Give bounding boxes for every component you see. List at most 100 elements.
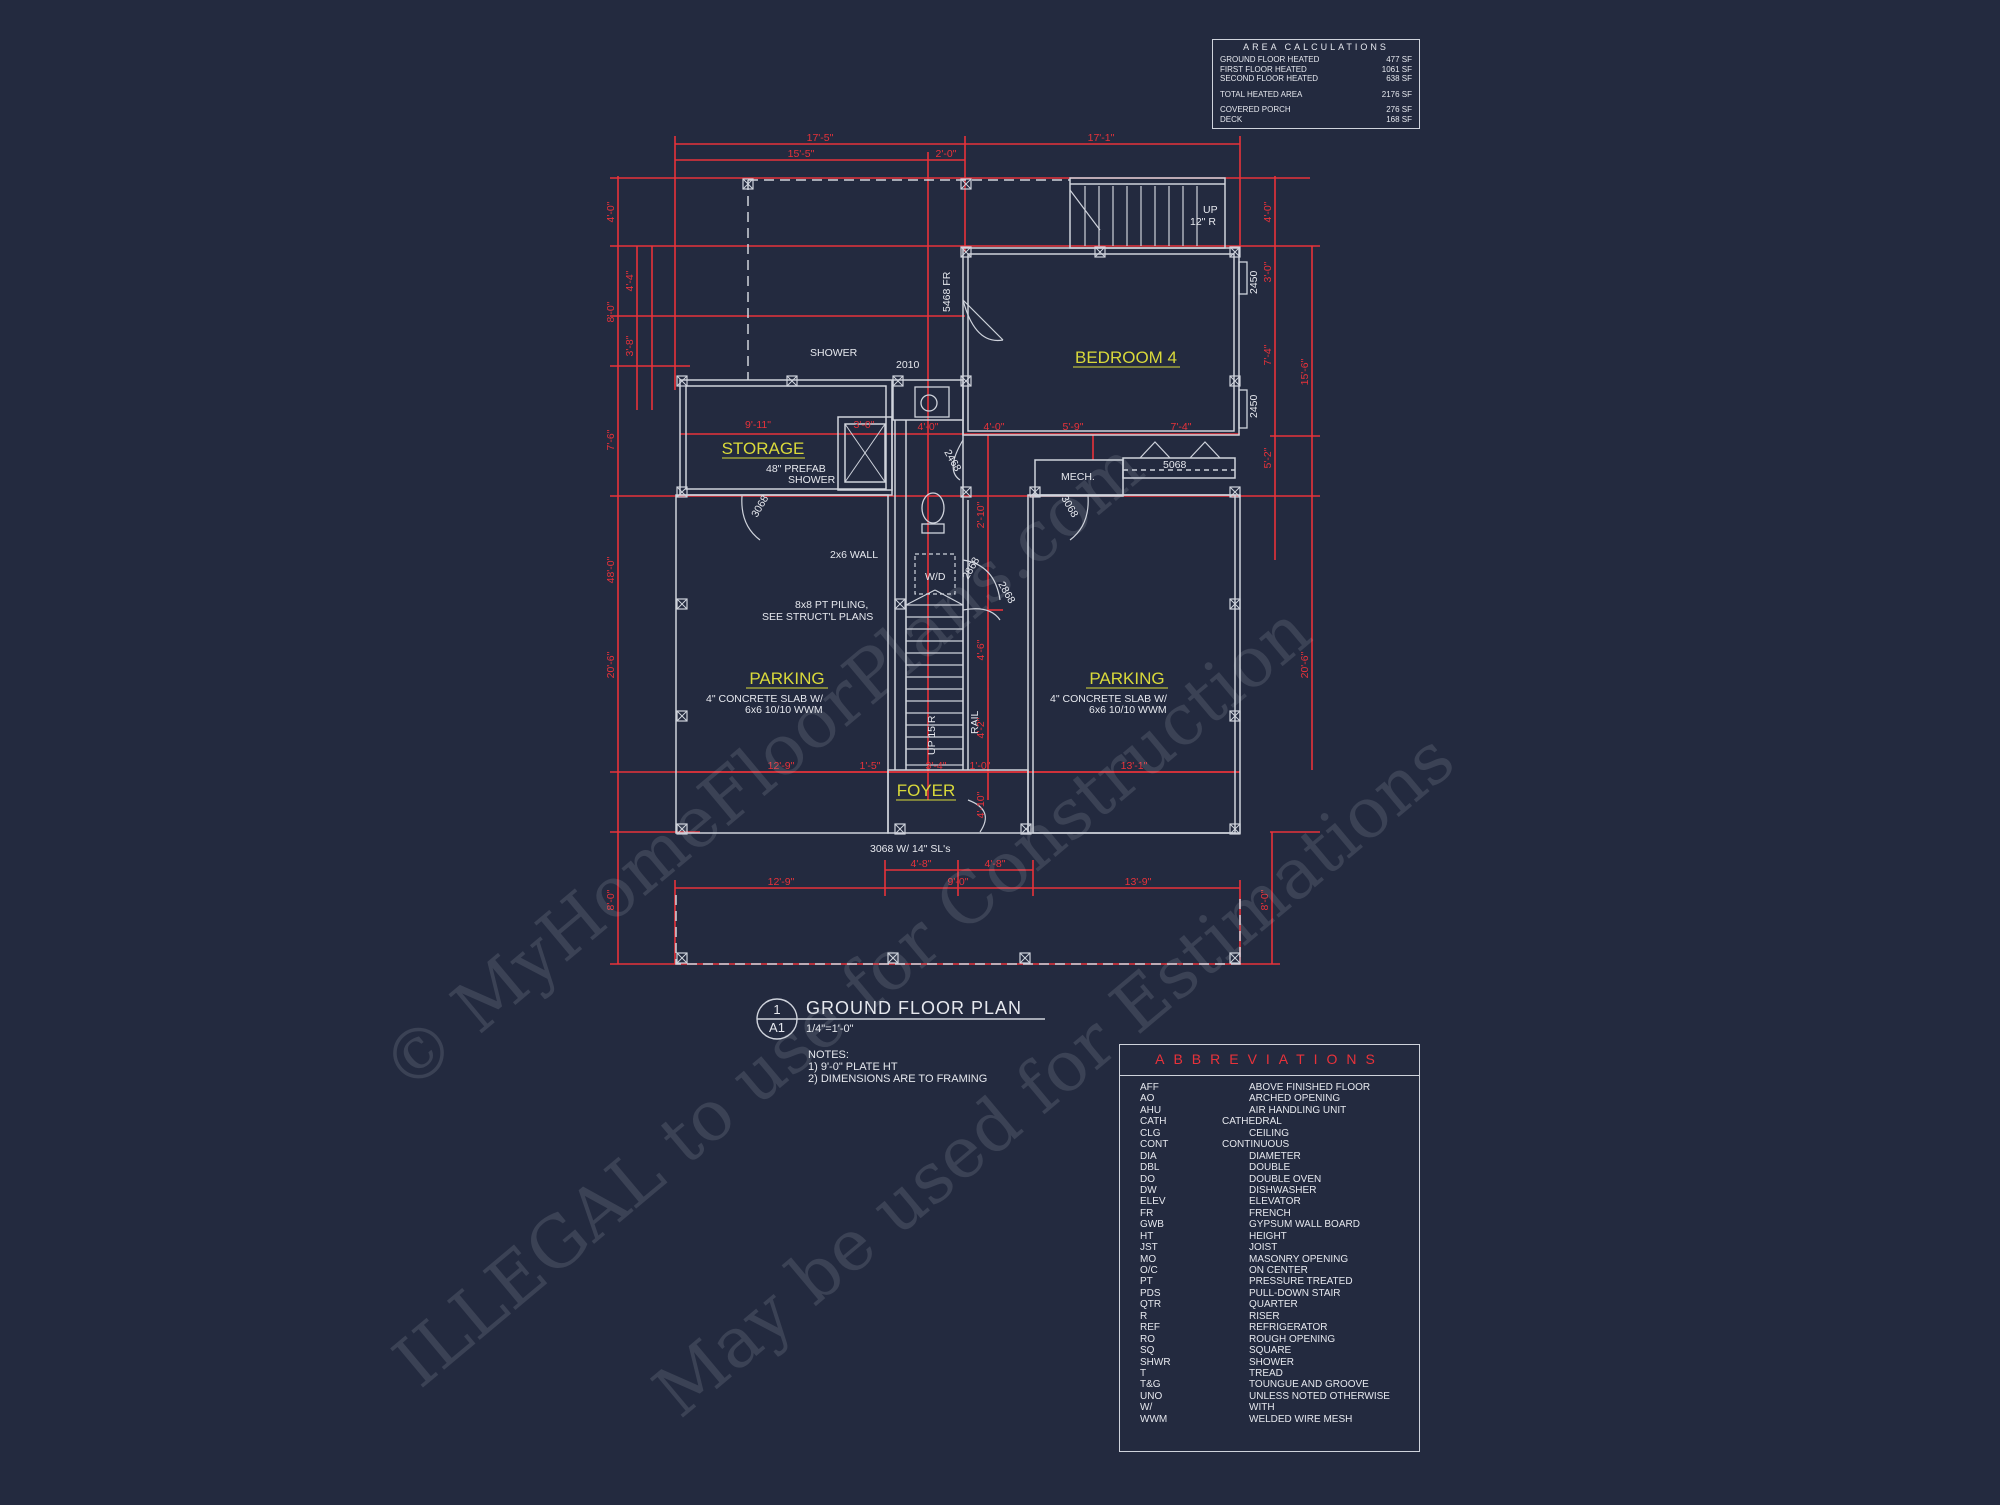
area-label: TOTAL HEATED AREA <box>1220 89 1303 99</box>
dim-right-d: 7'-4" <box>1262 344 1274 365</box>
abbreviation-key: W/ <box>1140 1402 1153 1414</box>
abbreviation-meaning: ROUGH OPENING <box>1249 1333 1336 1345</box>
label-window-2450-b: 2450 <box>1248 394 1260 418</box>
abbreviation-key: O/C <box>1140 1265 1158 1276</box>
dim-closet-a: 5'-9" <box>1063 421 1084 433</box>
label-stair-note: UP 15 R <box>926 715 938 755</box>
abbreviation-row: W/WITH <box>1140 1402 1419 1413</box>
label-wall: 2x6 WALL <box>830 549 878 561</box>
room-label-parking-right: PARKING <box>1089 669 1164 688</box>
dim-left-f: 20'-6" <box>605 651 617 678</box>
dim-bottom-b: 4'-8" <box>985 858 1006 870</box>
dim-bottom-right: 13'-9" <box>1125 876 1152 888</box>
dim-bottom-a: 4'-8" <box>911 858 932 870</box>
dim-foyer-c: 1'-0" <box>970 760 991 772</box>
dim-shower-width: 3'-0" <box>854 419 875 431</box>
abbreviation-meaning: HEIGHT <box>1249 1230 1287 1242</box>
abbreviation-meaning: ABOVE FINISHED FLOOR <box>1249 1082 1371 1093</box>
sheet-number: 1 <box>773 1002 780 1017</box>
dim-left-b: 8'-0" <box>605 301 617 322</box>
note-2: 2) DIMENSIONS ARE TO FRAMING <box>808 1073 987 1085</box>
dim-left-d: 3'-8" <box>624 335 636 356</box>
abbreviation-meaning: DIAMETER <box>1249 1150 1301 1162</box>
room-label-storage: STORAGE <box>722 439 805 458</box>
abbreviation-key: HT <box>1140 1230 1154 1242</box>
abbreviation-key: MO <box>1140 1253 1157 1265</box>
dimension-text: 17'-5" 17'-1" 15'-5" 2'-0" 9'-11" 3'-0" … <box>605 132 1311 910</box>
abbreviation-meaning: PULL-DOWN STAIR <box>1249 1287 1341 1299</box>
label-piling-2: SEE STRUCT'L PLANS <box>762 611 873 623</box>
dim-left-e: 7'-6" <box>605 429 617 450</box>
abbreviation-key: GWB <box>1140 1219 1164 1231</box>
abbreviation-key: CLG <box>1140 1127 1161 1139</box>
abbreviation-key: REF <box>1140 1322 1160 1334</box>
room-labels: BEDROOM 4 STORAGE PARKING PARKING FOYER <box>722 348 1180 801</box>
label-wd: W/D <box>925 571 946 583</box>
dim-right-b: 3'-0" <box>1262 261 1274 282</box>
windows <box>1238 261 1248 429</box>
abbreviation-key: DBL <box>1140 1162 1160 1174</box>
abbreviation-key: UNO <box>1140 1390 1163 1402</box>
label-slab-right-1: 4" CONCRETE SLAB W/ <box>1050 693 1167 705</box>
dim-foyer-a: 1'-5" <box>860 760 881 772</box>
dim-right-g: 8'-0" <box>1259 889 1271 910</box>
label-up: UP <box>1203 204 1218 216</box>
dim-parking-left: 12'-9" <box>768 760 795 772</box>
abbreviation-row: DW DISHWASHER <box>1140 1185 1419 1196</box>
dim-left-a: 4'-0" <box>605 201 617 222</box>
notes-title: NOTES: <box>808 1049 849 1061</box>
dim-right-a: 4'-0" <box>1262 201 1274 222</box>
abbreviation-meaning: ELEVATOR <box>1249 1196 1301 1208</box>
label-rail: RAIL <box>969 710 981 734</box>
area-label: DECK <box>1220 114 1243 124</box>
dim-left-total: 48'-0" <box>605 556 617 583</box>
dim-stair-d: 2'-10" <box>975 501 987 528</box>
area-label: SECOND FLOOR HEATED <box>1220 74 1319 83</box>
label-slab-right-2: 6x6 10/10 WWM <box>1089 704 1167 716</box>
dim-stair-a: 4'-6" <box>975 639 987 660</box>
dim-storage-width: 9'-11" <box>745 419 771 431</box>
abbreviation-meaning: UNLESS NOTED OTHERWISE <box>1249 1390 1390 1402</box>
label-shower: SHOWER <box>810 347 858 359</box>
abbreviation-key: R <box>1140 1310 1148 1322</box>
abbreviation-row: HT HEIGHT <box>1140 1231 1419 1242</box>
sheet-reference: A1 <box>769 1020 785 1035</box>
abbreviations-title: ABBREVIATIONS <box>1120 1045 1419 1076</box>
abbreviation-meaning: PRESSURE TREATED <box>1249 1276 1353 1288</box>
stair-interior <box>905 589 964 766</box>
area-value: 638 SF <box>1386 74 1412 83</box>
walls <box>675 177 1241 965</box>
abbreviation-key: AHU <box>1140 1104 1162 1116</box>
label-mech: MECH. <box>1061 471 1095 483</box>
abbreviation-key: ELEV <box>1140 1196 1166 1208</box>
abbreviation-key: DW <box>1140 1184 1157 1196</box>
dim-top-sub-left: 15'-5" <box>788 148 815 160</box>
room-label-parking-left: PARKING <box>749 669 824 688</box>
abbreviation-meaning: DISHWASHER <box>1249 1184 1317 1196</box>
abbreviation-meaning: CONTINUOUS <box>1222 1139 1290 1151</box>
label-slab-left-1: 4" CONCRETE SLAB W/ <box>706 693 823 705</box>
abbreviation-key: SQ <box>1140 1345 1155 1357</box>
dim-parking-right: 13'-1" <box>1121 760 1148 772</box>
abbreviation-key: T <box>1140 1367 1147 1379</box>
door-swings <box>741 299 1221 833</box>
plan-title: GROUND FLOOR PLAN <box>806 998 1022 1018</box>
